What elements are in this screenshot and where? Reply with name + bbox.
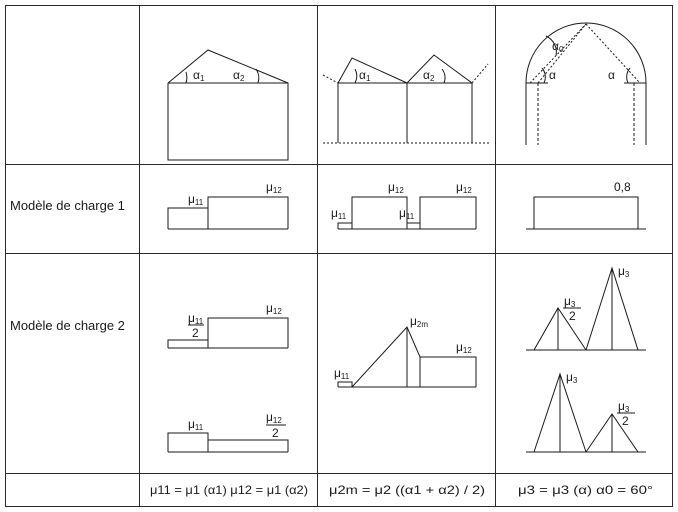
cylindrical-load-value: 0,8 (614, 180, 631, 194)
row-label-load-model-2: Modèle de charge 2 (10, 318, 125, 333)
formula-multispan: μ2m = μ2 ((α1 + α2) / 2) (329, 483, 485, 497)
cylindrical-load-case-2b-labels: μ3 μ3 2 (566, 370, 630, 428)
svg-text:μ12: μ12 (456, 180, 472, 195)
svg-text:μ11: μ11 (188, 311, 204, 326)
row-label-load-model-1: Modèle de charge 1 (10, 198, 125, 213)
svg-text:α: α (549, 68, 556, 82)
duopitch-load-case-1-blocks (167, 196, 289, 230)
duopitch-load-case-2a-blocks (167, 317, 289, 349)
formula-cylindrical: μ3 = μ3 (α) α0 = 60° (518, 483, 653, 497)
duopitch-load-case-2a-labels: μ11 2 μ12 (188, 301, 282, 340)
cylindrical-load-case-1-block (526, 196, 646, 230)
multispan-load-case-2-labels: μ11 μ2m μ12 (334, 314, 472, 381)
svg-text:2: 2 (622, 414, 629, 428)
svg-text:μ3: μ3 (564, 294, 576, 309)
svg-text:α2: α2 (233, 68, 245, 83)
svg-text:μ11: μ11 (334, 366, 350, 381)
svg-text:μ11: μ11 (331, 206, 347, 221)
multispan-load-case-1-labels: μ11 μ12 μ11 μ12 (331, 180, 472, 221)
formula-duopitch: μ11 = μ1 (α1) μ12 = μ1 (α2) (150, 483, 308, 497)
duopitch-load-case-2b-blocks (167, 424, 289, 453)
cylindrical-load-case-2a-labels: μ3 2 μ3 (564, 264, 630, 323)
svg-text:μ12: μ12 (388, 180, 404, 195)
svg-text:μ3: μ3 (618, 399, 630, 414)
svg-text:μ12: μ12 (266, 410, 282, 425)
cylindrical-roof-shape (525, 22, 647, 145)
duopitch-load-case-2b-labels: μ11 μ12 2 (188, 410, 282, 440)
svg-text:α0: α0 (552, 39, 564, 54)
cylindrical-load-case-2b-shape (526, 372, 646, 453)
svg-text:μ11: μ11 (399, 206, 415, 221)
svg-text:α: α (608, 68, 615, 82)
multispan-roof-shape (322, 54, 490, 144)
svg-text:μ3: μ3 (618, 264, 630, 279)
svg-text:μ11: μ11 (188, 417, 204, 432)
svg-text:μ12: μ12 (456, 340, 472, 355)
svg-text:μ12: μ12 (266, 301, 282, 316)
svg-text:α2: α2 (423, 68, 435, 83)
svg-text:2: 2 (569, 309, 576, 323)
svg-text:μ11: μ11 (188, 192, 204, 207)
multispan-load-case-1-blocks (337, 196, 477, 230)
multispan-load-case-2-shape (337, 326, 477, 388)
cylindrical-load-case-2a-shape (526, 266, 646, 351)
cylindrical-angle-labels: α0 α α (549, 39, 615, 82)
table-grid (5, 5, 673, 507)
svg-text:μ12: μ12 (266, 180, 282, 195)
svg-text:μ3: μ3 (566, 370, 578, 385)
duopitch-load-case-1-labels: μ11 μ12 (188, 180, 282, 207)
svg-text:2: 2 (272, 426, 279, 440)
svg-text:α1: α1 (193, 68, 205, 83)
svg-text:α1: α1 (359, 68, 371, 83)
svg-text:μ2m: μ2m (410, 314, 428, 329)
multispan-angle-labels: α1 α2 (359, 68, 435, 83)
duopitch-roof-shape (167, 49, 289, 161)
svg-text:2: 2 (192, 326, 199, 340)
duopitch-angle-labels: α1 α2 (193, 68, 245, 83)
